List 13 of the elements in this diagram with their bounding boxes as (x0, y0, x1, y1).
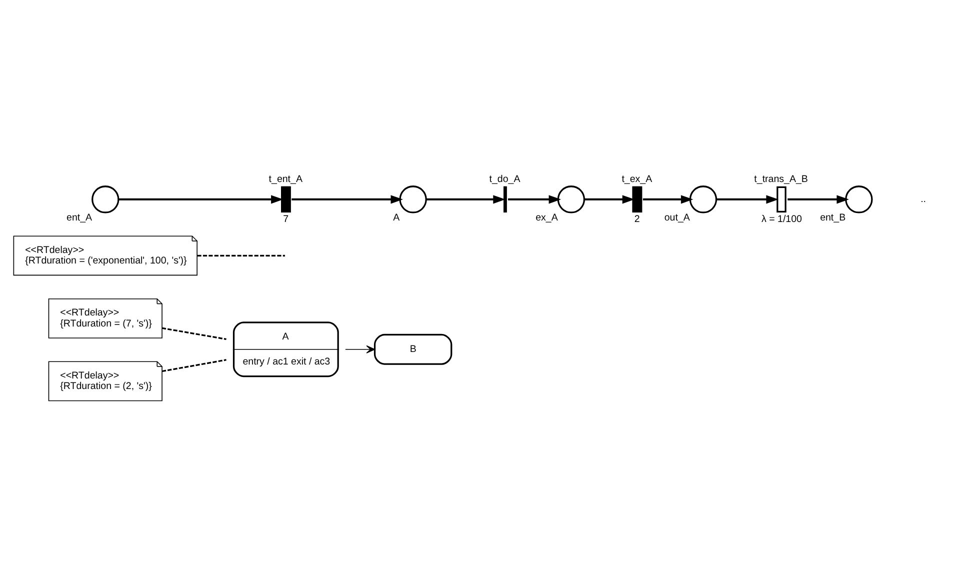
node-label: 7 (282, 214, 288, 225)
node-label: A (392, 212, 400, 224)
node-label: ex_A (535, 212, 558, 224)
node-label: t_ex_A (621, 174, 652, 185)
node-label: λ = 1/100 (761, 214, 802, 225)
label: .. (920, 194, 926, 205)
node-label: out_A (664, 212, 690, 224)
node-label: t_ent_A (268, 174, 302, 185)
node-label: t_do_A (488, 174, 520, 185)
node-label: 2 (634, 214, 640, 225)
node-label: ent_B (820, 212, 846, 224)
node-label: t_trans_A_B (754, 174, 808, 185)
node-label: ent_A (66, 212, 92, 224)
